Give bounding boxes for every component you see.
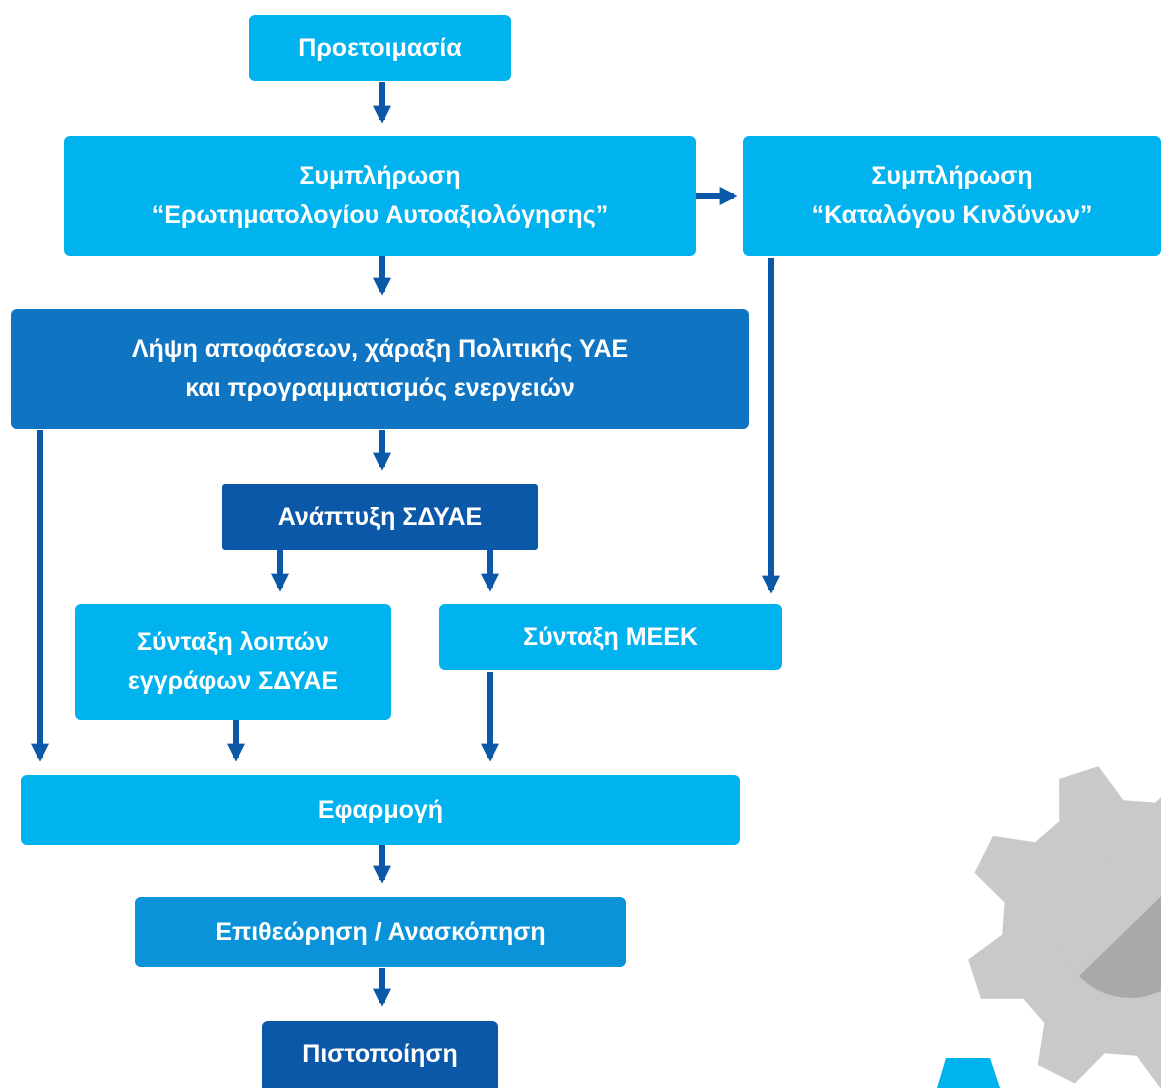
step-risk-catalogue: Συμπλήρωση “Καταλόγου Κινδύνων” bbox=[743, 136, 1161, 256]
gear-icon-shape bbox=[968, 766, 1161, 1088]
risks-line2: “Καταλόγου Κινδύνων” bbox=[811, 201, 1093, 229]
apply-label: Εφαρμογή bbox=[317, 795, 444, 824]
other-docs-line2: εγγράφων ΣΔΥΑΕ bbox=[127, 667, 339, 695]
other-docs-line1: Σύνταξη λοιπών bbox=[137, 628, 329, 657]
step-certification: Πιστοποίηση bbox=[262, 1021, 498, 1088]
inspect-label: Επιθεώρηση / Ανασκόπηση bbox=[215, 917, 546, 946]
meek-label: Σύνταξη ΜΕΕΚ bbox=[523, 622, 698, 651]
step-self-assessment-questionnaire: Συμπλήρωση “Ερωτηματολογίου Αυτοαξιολόγη… bbox=[64, 136, 696, 256]
gear-icon-hub-highlight bbox=[1059, 856, 1161, 976]
questionnaire-line1: Συμπλήρωση bbox=[299, 162, 461, 191]
step-develop-sdyae: Ανάπτυξη ΣΔΥΑΕ bbox=[222, 484, 538, 550]
step-application: Εφαρμογή bbox=[21, 775, 740, 845]
certify-label: Πιστοποίηση bbox=[302, 1040, 458, 1069]
step-preparation: Προετοιμασία bbox=[249, 15, 511, 81]
decisions-line1: Λήψη αποφάσεων, χάραξη Πολιτικής ΥΑΕ bbox=[131, 335, 629, 364]
develop-label: Ανάπτυξη ΣΔΥΑΕ bbox=[277, 502, 483, 531]
step-preparation-label: Προετοιμασία bbox=[298, 33, 462, 62]
decisions-line2: και προγραμματισμός ενεργειών bbox=[185, 374, 575, 402]
step-meek: Σύνταξη ΜΕΕΚ bbox=[439, 604, 782, 670]
blue-corner-shape bbox=[937, 1058, 1000, 1088]
step-other-documents: Σύνταξη λοιπών εγγράφων ΣΔΥΑΕ bbox=[75, 604, 391, 720]
step-decisions-policy: Λήψη αποφάσεων, χάραξη Πολιτικής ΥΑΕ και… bbox=[11, 309, 749, 429]
questionnaire-line2: “Ερωτηματολογίου Αυτοαξιολόγησης” bbox=[151, 201, 609, 229]
risks-line1: Συμπλήρωση bbox=[871, 162, 1033, 191]
step-inspection-review: Επιθεώρηση / Ανασκόπηση bbox=[135, 897, 626, 967]
